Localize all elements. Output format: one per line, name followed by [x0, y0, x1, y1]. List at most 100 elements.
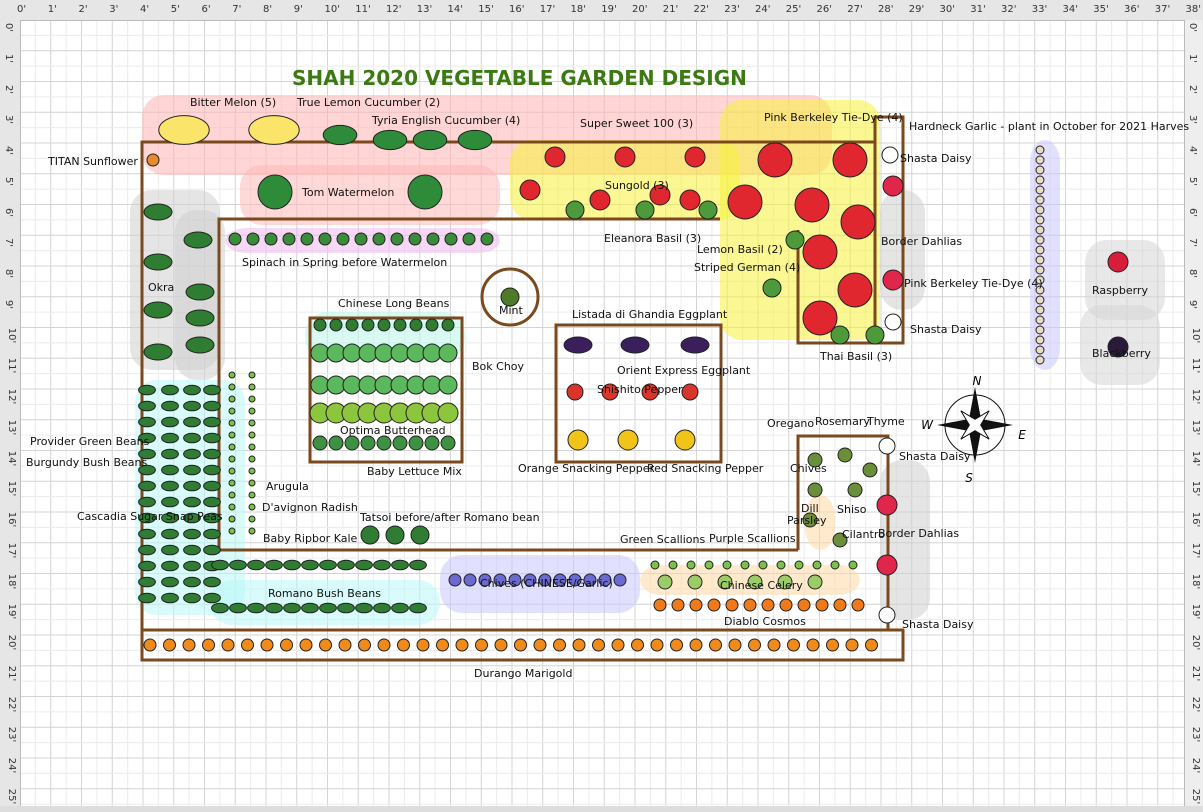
- marigold-icon: [533, 638, 547, 652]
- bed-lettuce[interactable]: [308, 316, 464, 464]
- herb-icon: [832, 532, 848, 548]
- horizontal-scrollbar[interactable]: [0, 806, 1203, 812]
- ruler-tick: 33': [1031, 4, 1048, 15]
- celery-icon: [777, 574, 793, 590]
- bok-choy-icon: [406, 375, 426, 395]
- scallion-icon: [668, 560, 678, 570]
- cosmos-icon: [815, 598, 829, 612]
- ruler-tick: 1': [47, 4, 57, 15]
- herb-icon: [807, 452, 823, 468]
- ruler-tick: 0': [3, 22, 15, 33]
- bean-icon: [161, 480, 179, 492]
- label-chives: Chives: [790, 462, 827, 475]
- marigold-icon: [163, 638, 176, 652]
- label-oregano: Oregano: [767, 417, 815, 430]
- bean-icon: [138, 560, 156, 572]
- radish-icon: [248, 419, 256, 427]
- radish-icon: [248, 491, 256, 499]
- bean-icon: [203, 528, 221, 540]
- label-shasta-daisy: Shasta Daisy: [902, 618, 974, 631]
- garlic-icon: [1035, 245, 1045, 255]
- spinach-icon: [390, 232, 404, 246]
- marigold-icon: [221, 638, 235, 652]
- radish-icon: [248, 395, 256, 403]
- marigold-icon: [845, 638, 859, 652]
- ruler-tick: 9': [1187, 299, 1199, 309]
- label-snap-peas: Cascadia Sugar Snap Peas: [77, 510, 223, 523]
- romano-bean-icon: [247, 602, 265, 614]
- bean-icon: [161, 400, 179, 412]
- bean-icon: [183, 544, 201, 556]
- bean-icon: [138, 432, 156, 444]
- garlic-icon: [1035, 335, 1045, 345]
- ruler-tick: 9': [3, 299, 15, 309]
- spinach-icon: [426, 232, 440, 246]
- garlic-icon: [1035, 275, 1045, 285]
- arugula-icon: [228, 479, 236, 487]
- cherry-tomato-icon: [589, 189, 611, 211]
- basil-icon: [830, 325, 850, 345]
- okra-icon: [143, 253, 173, 271]
- label-mint: Mint: [499, 304, 523, 317]
- herb-icon: [847, 482, 863, 498]
- ruler-vertical-right[interactable]: 0'1'2'3'4'5'6'7'8'9'10'11'12'13'14'15'16…: [1184, 20, 1203, 812]
- ruler-tick: 19': [6, 604, 18, 620]
- ruler-tick: 37': [1154, 4, 1171, 15]
- marigold-icon: [494, 638, 508, 652]
- radish-icon: [248, 431, 256, 439]
- spinach-icon: [264, 232, 278, 246]
- tomato-icon: [840, 204, 876, 240]
- label-striped-german: Striped German (4): [694, 261, 801, 274]
- radish-icon: [248, 407, 256, 415]
- chinese-chives-icon: [613, 573, 627, 587]
- ruler-tick: 20': [6, 634, 18, 651]
- ruler-horizontal[interactable]: 0'1'2'3'4'5'6'7'8'9'10'11'12'13'14'15'16…: [0, 0, 1203, 21]
- bok-choy-icon: [438, 343, 458, 363]
- ruler-tick: 1': [3, 53, 15, 63]
- bean-icon: [183, 480, 201, 492]
- ruler-tick: 6': [201, 4, 211, 15]
- ruler-tick: 4': [140, 4, 150, 15]
- bitter-melon-icon: [248, 115, 300, 145]
- cosmos-icon: [743, 598, 757, 612]
- ruler-tick: 3': [109, 4, 119, 15]
- bed-mint[interactable]: [480, 267, 540, 327]
- label-listada-eggplant: Listada di Ghandia Eggplant: [572, 308, 728, 321]
- label-border-dahlias: Border Dahlias: [878, 527, 960, 540]
- shishito-pepper-icon: [681, 383, 699, 401]
- garlic-icon: [1035, 355, 1045, 365]
- cherry-tomato-icon: [614, 146, 636, 168]
- garlic-icon: [1035, 225, 1045, 235]
- label-diablo-cosmos: Diablo Cosmos: [724, 615, 806, 628]
- romano-bean-icon: [301, 602, 319, 614]
- garden-beds[interactable]: [140, 115, 905, 662]
- ruler-tick: 3': [3, 115, 15, 125]
- ruler-vertical[interactable]: 0'1'2'3'4'5'6'7'8'9'10'11'12'13'14'15'16…: [0, 20, 21, 812]
- scallion-icon: [794, 560, 804, 570]
- basil-icon: [565, 200, 585, 220]
- label-tyria-cucumber: Tyria English Cucumber (4): [372, 114, 521, 127]
- ruler-tick: 2': [1187, 84, 1199, 94]
- plant-halo: [1085, 240, 1165, 320]
- bed-herbs[interactable]: [796, 434, 890, 630]
- chinese-chives-icon: [463, 573, 477, 587]
- marigold-icon: [358, 638, 371, 652]
- bed-eggplant[interactable]: [554, 323, 723, 464]
- bed-tomato[interactable]: [796, 230, 903, 345]
- scallion-icon: [650, 560, 660, 570]
- long-bean-icon: [313, 318, 327, 332]
- bean-icon: [183, 576, 201, 588]
- ruler-tick: 17': [1190, 542, 1202, 558]
- ruler-tick: 10': [1190, 327, 1202, 343]
- label-shiso: Shiso: [837, 503, 867, 516]
- celery-icon: [687, 574, 703, 590]
- bed-marigold[interactable]: [140, 628, 905, 662]
- garlic-icon: [1035, 185, 1045, 195]
- marigold-icon: [787, 638, 800, 652]
- romano-bean-icon: [373, 559, 391, 571]
- bok-choy-icon: [438, 375, 458, 395]
- label-rosemary: Rosemary: [815, 415, 870, 428]
- bean-icon: [138, 480, 156, 492]
- plant-halo: [805, 495, 835, 550]
